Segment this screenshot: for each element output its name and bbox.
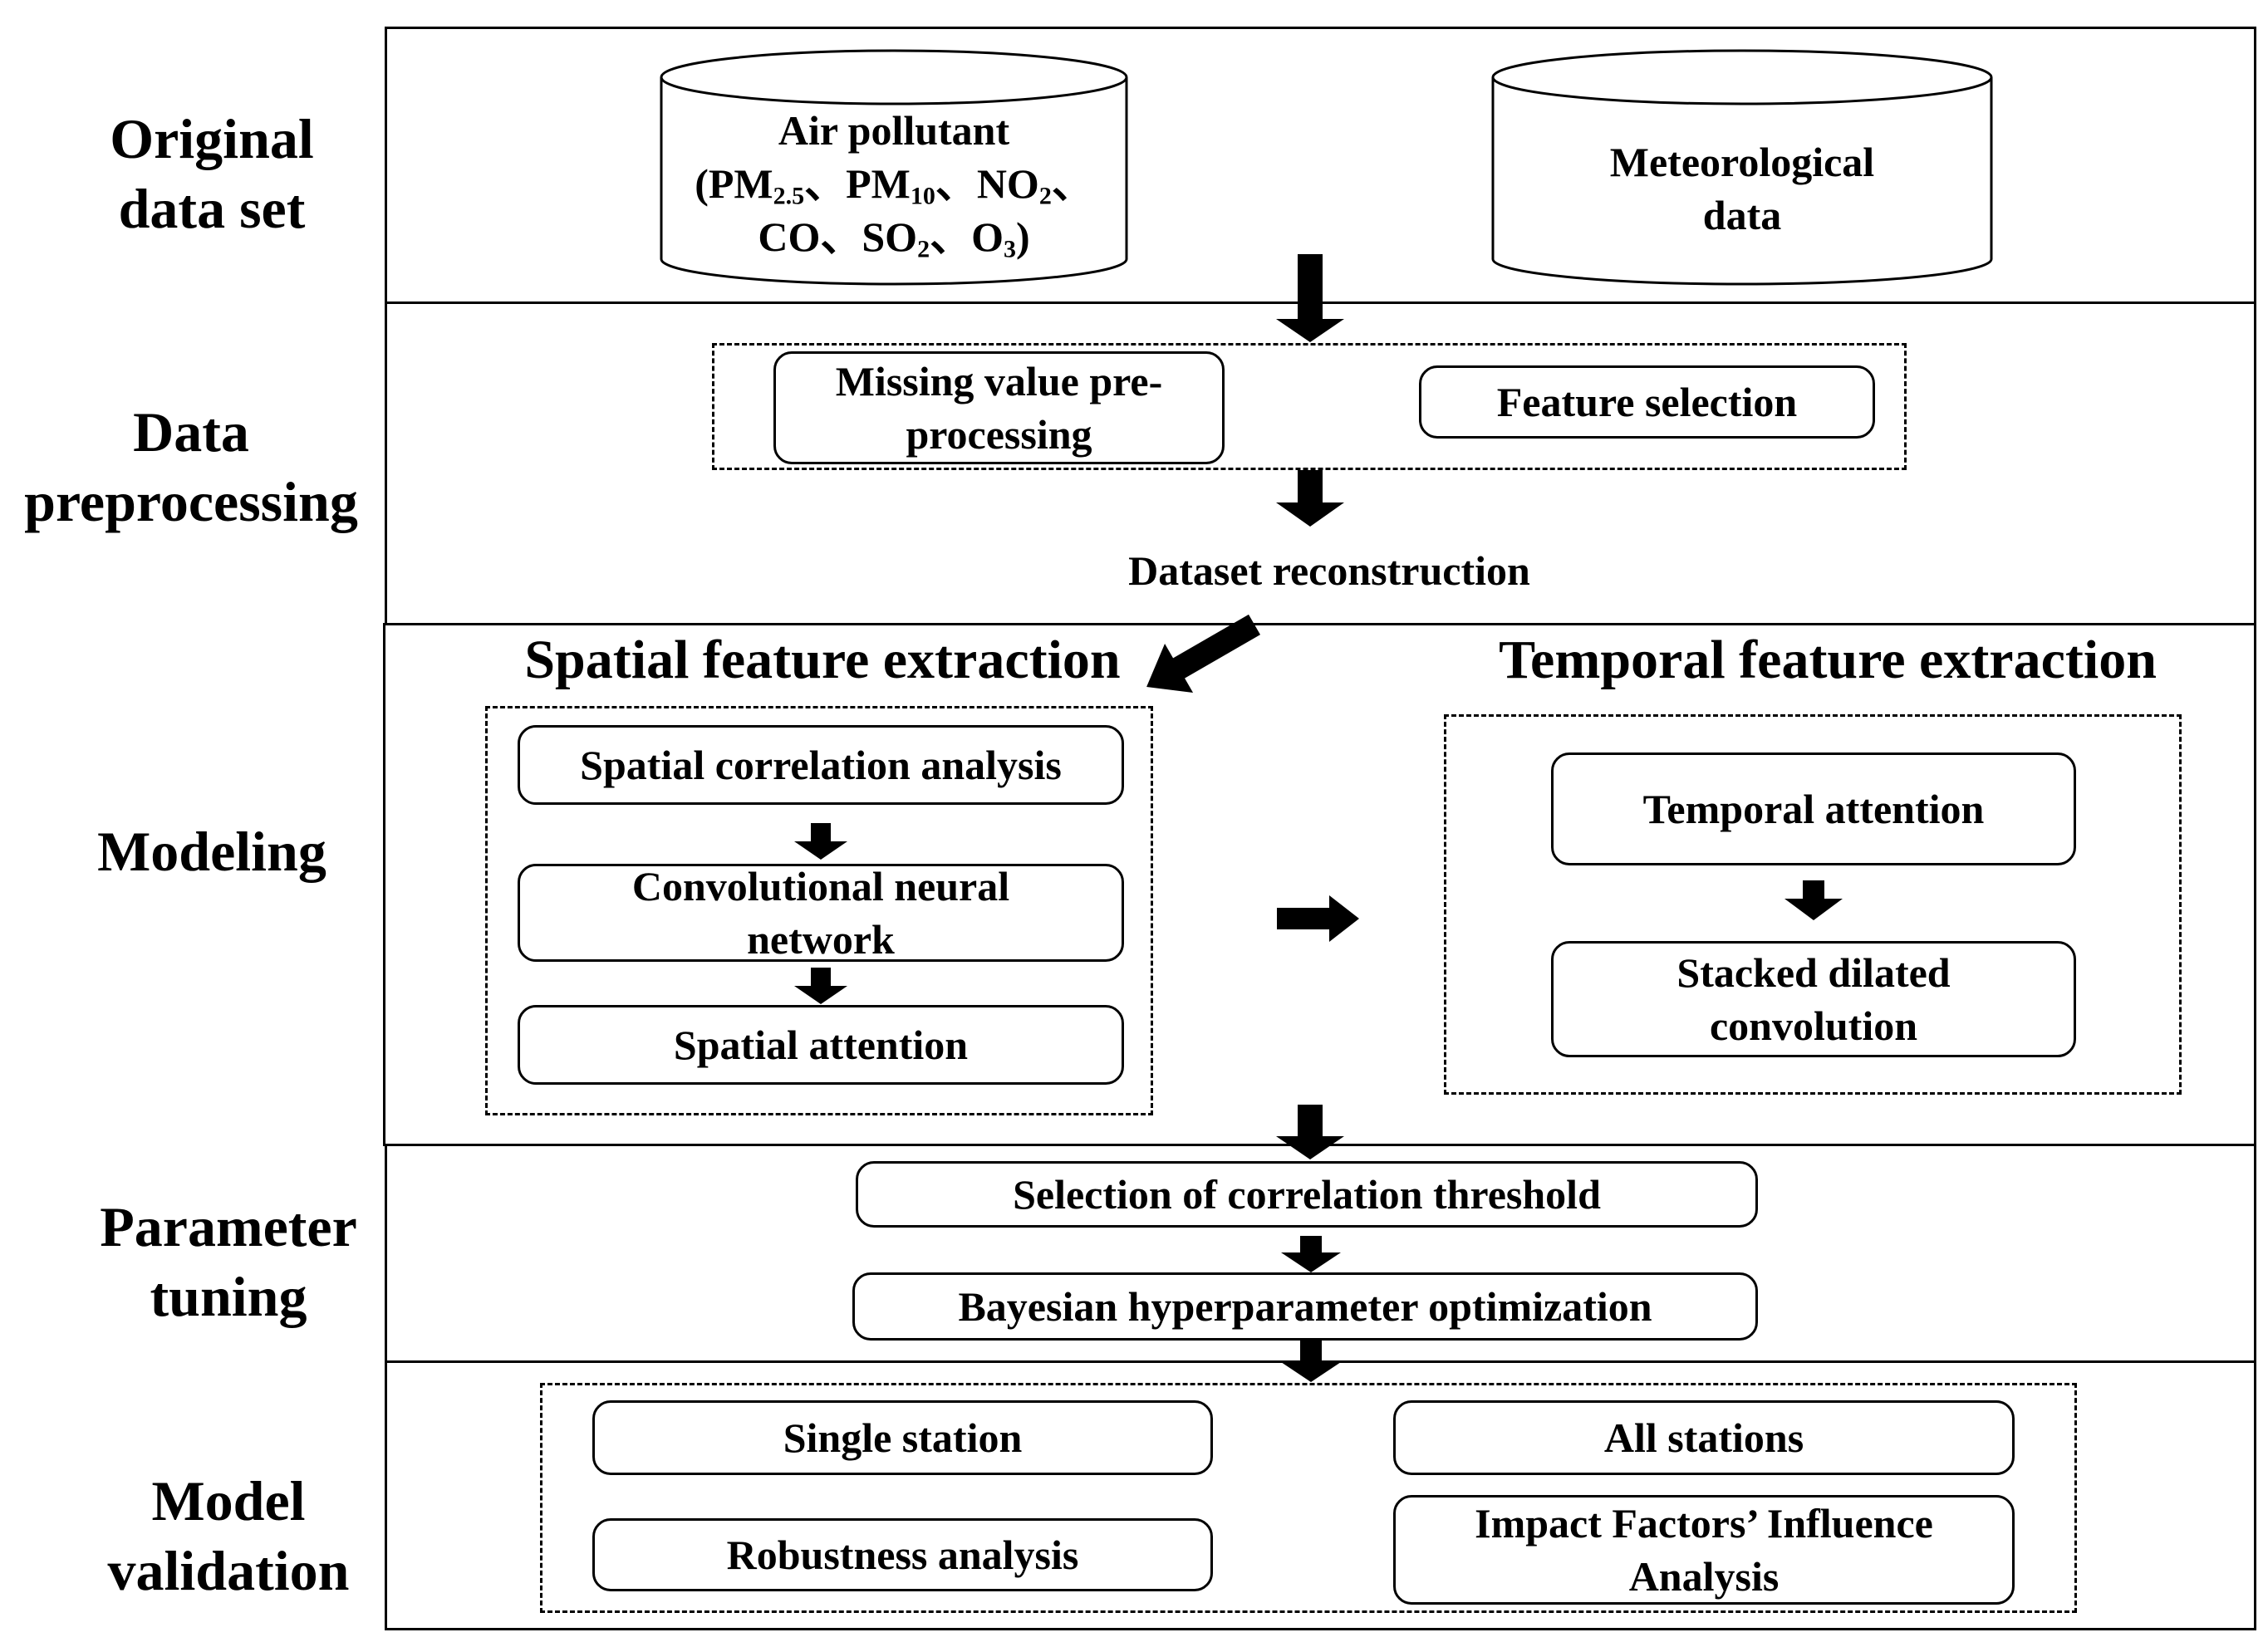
preprocessing-group	[712, 343, 1907, 470]
temporal-feature-extraction-title: Temporal feature extraction	[1499, 630, 2157, 690]
correlation-threshold-box: Selection of correlation threshold	[856, 1161, 1758, 1228]
arrow-spatial-2	[794, 968, 847, 1004]
spatial-feature-extraction-title: Spatial feature extraction	[524, 630, 1121, 690]
temporal-attention-box: Temporal attention	[1551, 752, 2076, 865]
air-pollutant-label: Air pollutant (PM2.5、PM10、NO2、 CO、SO2、O3…	[661, 104, 1127, 263]
pollutant-so2: SO2	[862, 213, 930, 263]
impact-factors-box: Impact Factors’ Influence Analysis	[1393, 1495, 2015, 1605]
stacked-dilated-convolution-box: Stacked dilated convolution	[1551, 941, 2076, 1057]
spatial-correlation-box: Spatial correlation analysis	[518, 725, 1124, 805]
dilated-line2: convolution	[1709, 1002, 1918, 1049]
dilated-line1: Stacked dilated	[1676, 949, 1951, 996]
meteorological-label: Meteorological data	[1493, 135, 1991, 242]
arrow-to-validation	[1281, 1341, 1341, 1382]
pollutant-list-line1: (PM2.5、PM10、NO2、	[695, 160, 1093, 210]
pollutant-co: CO	[758, 213, 821, 260]
robustness-analysis-box: Robustness analysis	[592, 1518, 1213, 1591]
missing-value-line2: processing	[906, 411, 1092, 458]
single-station-box: Single station	[592, 1400, 1213, 1475]
arrow-spatial-to-temporal	[1277, 895, 1359, 942]
air-pollutant-cylinder	[660, 49, 1128, 286]
temporal-group	[1444, 714, 2182, 1095]
missing-value-line1: Missing value pre-	[835, 358, 1163, 404]
arrow-spatial-1	[794, 823, 847, 860]
stage-label-original-data: Original data set	[110, 107, 314, 240]
air-pollutant-title: Air pollutant	[778, 107, 1010, 154]
dataset-reconstruction-label: Dataset reconstruction	[1128, 547, 1530, 594]
meteorological-line2: data	[1702, 192, 1782, 238]
all-stations-box: All stations	[1393, 1400, 2015, 1475]
spatial-attention-box: Spatial attention	[518, 1005, 1124, 1085]
bayesian-optimization-box: Bayesian hyperparameter optimization	[852, 1272, 1758, 1341]
stage-label-data-preprocessing: Data preprocessing	[24, 400, 358, 533]
stage-label-modeling: Modeling	[97, 820, 326, 883]
validation-group	[540, 1383, 2077, 1613]
missing-value-box: Missing value pre- processing	[773, 351, 1225, 464]
pollutant-o3: O3	[971, 213, 1016, 263]
arrow-to-reconstruction	[1276, 470, 1344, 527]
impact-line1: Impact Factors’ Influence	[1475, 1500, 1933, 1547]
arrow-to-preprocessing	[1276, 254, 1344, 342]
pollutant-pm10: PM10	[846, 160, 935, 210]
cnn-line1: Convolutional neural	[631, 863, 1010, 909]
pollutant-list-line2: CO、SO2、O3)	[758, 213, 1030, 263]
spatial-group	[485, 706, 1153, 1115]
arrow-to-tuning	[1276, 1105, 1344, 1159]
arrow-threshold-to-bayesian	[1281, 1236, 1341, 1272]
cnn-box: Convolutional neural network	[518, 863, 1124, 963]
pollutant-pm25: PM2.5	[708, 160, 805, 210]
arrow-to-spatial-extraction	[1146, 614, 1260, 693]
stage-label-parameter-tuning: Parameter tuning	[100, 1195, 357, 1328]
meteorological-cylinder	[1491, 49, 1993, 286]
cnn-line2: network	[747, 916, 895, 963]
arrow-temporal	[1784, 880, 1843, 920]
meteorological-line1: Meteorological	[1609, 139, 1875, 185]
pollutant-no2: NO2	[976, 160, 1052, 210]
impact-line2: Analysis	[1628, 1553, 1780, 1600]
stage-label-model-validation: Model validation	[107, 1469, 350, 1602]
feature-selection-box: Feature selection	[1419, 365, 1875, 439]
